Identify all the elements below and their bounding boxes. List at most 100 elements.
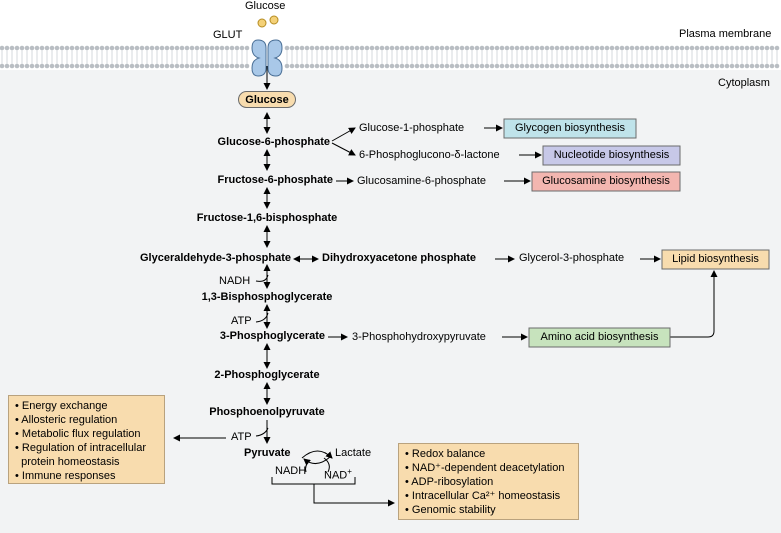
lipid-head-icon: [554, 63, 560, 69]
lipid-head-icon: [724, 63, 730, 69]
nad-role-item: • Redox balance: [405, 448, 486, 460]
glut-transporter-icon: [251, 39, 283, 77]
lipid-head-icon: [199, 45, 205, 51]
lipid-head-icon: [709, 63, 715, 69]
lipid-head-icon: [64, 45, 70, 51]
lipid-head-icon: [764, 45, 770, 51]
lipid-head-icon: [119, 45, 125, 51]
lipid-head-icon: [544, 63, 550, 69]
lipid-head-icon: [239, 63, 245, 69]
lipid-head-icon: [204, 63, 210, 69]
lipid-head-icon: [184, 63, 190, 69]
lipid-head-icon: [384, 45, 390, 51]
lipid-head-icon: [694, 45, 700, 51]
lipid-head-icon: [579, 63, 585, 69]
nad-role-item: • ADP-ribosylation: [405, 476, 494, 488]
plasma-membrane: [0, 44, 781, 70]
lipid-head-icon: [459, 45, 465, 51]
lipid-head-icon: [179, 63, 185, 69]
atp-roles-box: • Energy exchange • Allosteric regulatio…: [8, 395, 165, 484]
cytoplasm-label: Cytoplasm: [718, 77, 770, 89]
lipid-head-icon: [209, 45, 215, 51]
lipid-head-icon: [94, 63, 100, 69]
lipid-head-icon: [419, 45, 425, 51]
lipid-head-icon: [714, 45, 720, 51]
atp-role-item: • Immune responses: [15, 470, 116, 482]
lipid-head-icon: [674, 45, 680, 51]
lipid-head-icon: [429, 63, 435, 69]
lipid-head-icon: [554, 45, 560, 51]
lipid-head-icon: [429, 45, 435, 51]
lipid-head-icon: [394, 45, 400, 51]
lipid-head-icon: [409, 45, 415, 51]
lipid-head-icon: [74, 63, 80, 69]
lipid-head-icon: [164, 63, 170, 69]
lipid-head-icon: [244, 45, 250, 51]
lipid-head-icon: [694, 63, 700, 69]
lipid-head-icon: [184, 45, 190, 51]
lipid-label: Lipid biosynthesis: [672, 253, 759, 265]
lipid-head-icon: [529, 63, 535, 69]
lipid-head-icon: [759, 45, 765, 51]
lipid-head-icon: [494, 63, 500, 69]
lipid-head-icon: [459, 63, 465, 69]
lipid-head-icon: [49, 45, 55, 51]
lipid-head-icon: [29, 45, 35, 51]
lipid-head-icon: [434, 45, 440, 51]
lipid-head-icon: [349, 45, 355, 51]
lipid-head-icon: [444, 63, 450, 69]
lipid-head-icon: [244, 63, 250, 69]
lipid-head-icon: [494, 45, 500, 51]
lipid-head-icon: [744, 63, 750, 69]
lipid-head-icon: [474, 63, 480, 69]
lipid-head-icon: [124, 45, 130, 51]
nadh-cofactor-label: NADH: [219, 275, 251, 287]
lipid-head-icon: [514, 63, 520, 69]
lipid-head-icon: [449, 45, 455, 51]
pg3-node: 3-Phosphoglycerate: [219, 330, 325, 342]
lipid-head-icon: [609, 63, 615, 69]
lipid-head-icon: [439, 45, 445, 51]
lipid-head-icon: [679, 45, 685, 51]
lipid-head-icon: [104, 45, 110, 51]
lipid-head-icon: [134, 45, 140, 51]
lipid-head-icon: [4, 63, 10, 69]
lipid-head-icon: [599, 63, 605, 69]
lipid-head-icon: [649, 63, 655, 69]
lipid-head-icon: [379, 63, 385, 69]
lipid-head-icon: [119, 63, 125, 69]
lipid-head-icon: [489, 63, 495, 69]
lipid-head-icon: [134, 63, 140, 69]
lipid-head-icon: [14, 45, 20, 51]
lipid-head-icon: [214, 63, 220, 69]
lipid-head-icon: [359, 45, 365, 51]
lipid-head-icon: [334, 45, 340, 51]
lipid-head-icon: [364, 45, 370, 51]
plasma-membrane-label: Plasma membrane: [679, 28, 772, 40]
lipid-head-icon: [414, 63, 420, 69]
lipid-head-icon: [679, 63, 685, 69]
lipid-head-icon: [314, 63, 320, 69]
lipid-head-icon: [289, 63, 295, 69]
lipid-head-icon: [359, 63, 365, 69]
lipid-head-icon: [234, 63, 240, 69]
lipid-head-icon: [224, 63, 230, 69]
lipid-head-icon: [649, 45, 655, 51]
lipid-head-icon: [569, 63, 575, 69]
lipid-head-icon: [709, 45, 715, 51]
lipid-head-icon: [474, 45, 480, 51]
lipid-head-icon: [529, 45, 535, 51]
lipid-head-icon: [479, 63, 485, 69]
lipid-head-icon: [354, 63, 360, 69]
lipid-head-icon: [699, 63, 705, 69]
lipid-head-icon: [769, 63, 775, 69]
lipid-head-icon: [179, 45, 185, 51]
lipid-head-icon: [9, 45, 15, 51]
lipid-head-icon: [59, 45, 65, 51]
lipid-head-icon: [0, 45, 5, 51]
glucose-outside-label: Glucose: [245, 0, 286, 12]
lactate-node: Lactate: [335, 447, 372, 459]
lipid-head-icon: [309, 45, 315, 51]
nad-roles-box: • Redox balance • NAD⁺-dependent deacety…: [398, 443, 579, 520]
lipid-head-icon: [509, 63, 515, 69]
